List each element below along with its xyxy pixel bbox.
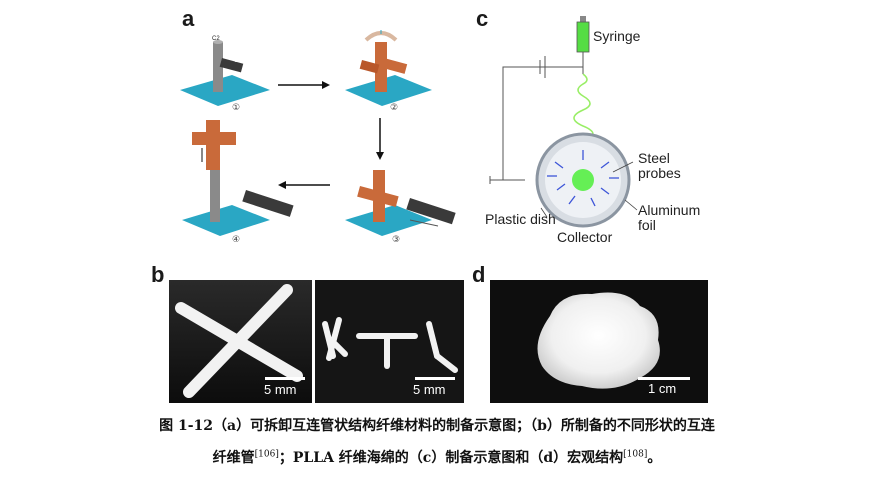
caption-line2-part3: 。	[647, 450, 662, 466]
white-cross-tube	[175, 284, 303, 398]
step2-assembly	[345, 30, 432, 106]
step4-assembly	[182, 120, 294, 236]
arrow-left-head	[278, 181, 286, 189]
label-syringe: Syringe	[593, 28, 641, 44]
scale-bar-d	[638, 377, 690, 380]
photo-various-shapes: 5 mm	[315, 280, 464, 403]
step3-assembly	[345, 170, 456, 236]
photo-fiber-sponge: 1 cm	[490, 280, 708, 403]
panel-c-schematic	[489, 16, 638, 228]
panel-a-letter: a	[182, 6, 195, 31]
step-label-1: ①	[232, 103, 240, 113]
label-aluminum-foil: Aluminum foil	[638, 202, 701, 233]
scale-text-right: 5 mm	[413, 382, 446, 397]
syringe-icon	[576, 21, 590, 53]
rod-label-c2: C2	[212, 36, 220, 42]
step-label-2: ②	[390, 103, 398, 113]
caption-line2-part1: 纤维管	[212, 450, 255, 466]
caption-line2-part2: ；PLLA 纤维海绵的（c）制备示意图和（d）宏观结构	[278, 450, 624, 466]
panel-a-schematic: C2 C1 ① ② ③ ④	[180, 30, 456, 245]
caption-ref-106: [106]	[254, 449, 279, 460]
figure-caption-line2: 纤维管[106]；PLLA 纤维海绵的（c）制备示意图和（d）宏观结构[108]…	[0, 447, 874, 467]
arrow-right-head	[322, 81, 330, 89]
photo-cross-structure: 5 mm	[169, 280, 312, 403]
label-steel-probes: Steel probes	[638, 150, 681, 181]
panel-b-letter: b	[151, 262, 165, 287]
scale-text-d: 1 cm	[648, 381, 677, 396]
caption-ref-108: [108]	[623, 449, 648, 460]
caption-line1-text: 图 1-12（a）可拆卸互连管状结构纤维材料的制备示意图；（b）所制备的不同形状…	[159, 418, 715, 434]
arrow-down-head	[376, 152, 384, 160]
figure-caption-line1: 图 1-12（a）可拆卸互连管状结构纤维材料的制备示意图；（b）所制备的不同形状…	[0, 415, 874, 435]
label-plastic-dish: Plastic dish	[485, 211, 556, 227]
white-tube-shapes	[322, 317, 458, 373]
panel-c-letter: c	[476, 6, 489, 31]
rod-label-c1: C1	[234, 58, 242, 64]
steel-probes	[547, 150, 619, 207]
scale-bar-left	[265, 377, 305, 380]
panel-d-letter: d	[472, 262, 486, 287]
scale-bar-right	[415, 377, 455, 380]
step-label-3: ③	[392, 235, 400, 245]
white-sponge	[537, 292, 660, 389]
step-label-4: ④	[232, 235, 240, 245]
label-collector: Collector	[557, 229, 613, 245]
scale-text-left: 5 mm	[264, 382, 297, 397]
step1-assembly: C2 C1	[180, 36, 270, 106]
